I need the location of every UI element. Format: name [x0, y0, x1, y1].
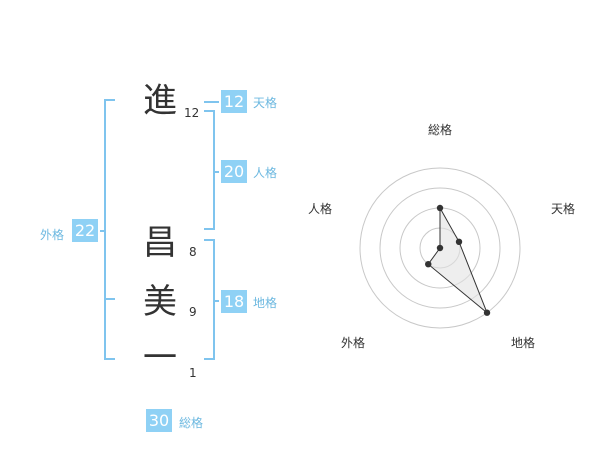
gaikaku-value: 22 [72, 219, 98, 242]
radar-point-4 [425, 260, 432, 268]
radar-ring-4 [359, 167, 521, 329]
surname-stroke-count: 12 [184, 106, 200, 120]
jinkaku-label: 人格 [253, 166, 278, 180]
radar-axis-label-soukaku: 総格 [428, 123, 453, 137]
chikaku-bracket [204, 239, 215, 360]
chikaku-value: 18 [221, 290, 247, 313]
surname-char: 進 [143, 81, 177, 121]
radar-point-3 [483, 309, 491, 316]
radar-point-2 [455, 238, 463, 246]
radar-ring-3 [379, 187, 501, 309]
given-char-1: 昌 [143, 223, 177, 263]
radar-axis-label-gaikaku: 外格 [341, 336, 366, 350]
gaikaku-label: 外格 [40, 228, 65, 242]
radar-polygon [427, 206, 488, 314]
radar-point-5 [436, 244, 444, 252]
given-stroke-count-3: 1 [189, 366, 197, 380]
soukaku-label: 総格 [179, 416, 204, 430]
jinkaku-bracket [204, 110, 215, 230]
given-char-2: 美 [143, 282, 177, 322]
radar-point-1 [436, 204, 444, 212]
jinkaku-value: 20 [221, 160, 247, 183]
chikaku-label: 地格 [253, 296, 278, 310]
given-char-3: 一 [143, 338, 177, 378]
given-stroke-count-1: 8 [189, 245, 197, 259]
gaikaku-bracket [104, 99, 115, 360]
radar-axis-label-chikaku: 地格 [511, 336, 536, 350]
tenkaku-label: 天格 [253, 96, 278, 110]
tenkaku-value: 12 [221, 90, 247, 113]
radar-axis-label-tenkaku: 天格 [551, 202, 576, 216]
radar-axis-label-jinkaku: 人格 [308, 202, 333, 216]
soukaku-value: 30 [146, 409, 172, 432]
given-stroke-count-2: 9 [189, 305, 197, 319]
